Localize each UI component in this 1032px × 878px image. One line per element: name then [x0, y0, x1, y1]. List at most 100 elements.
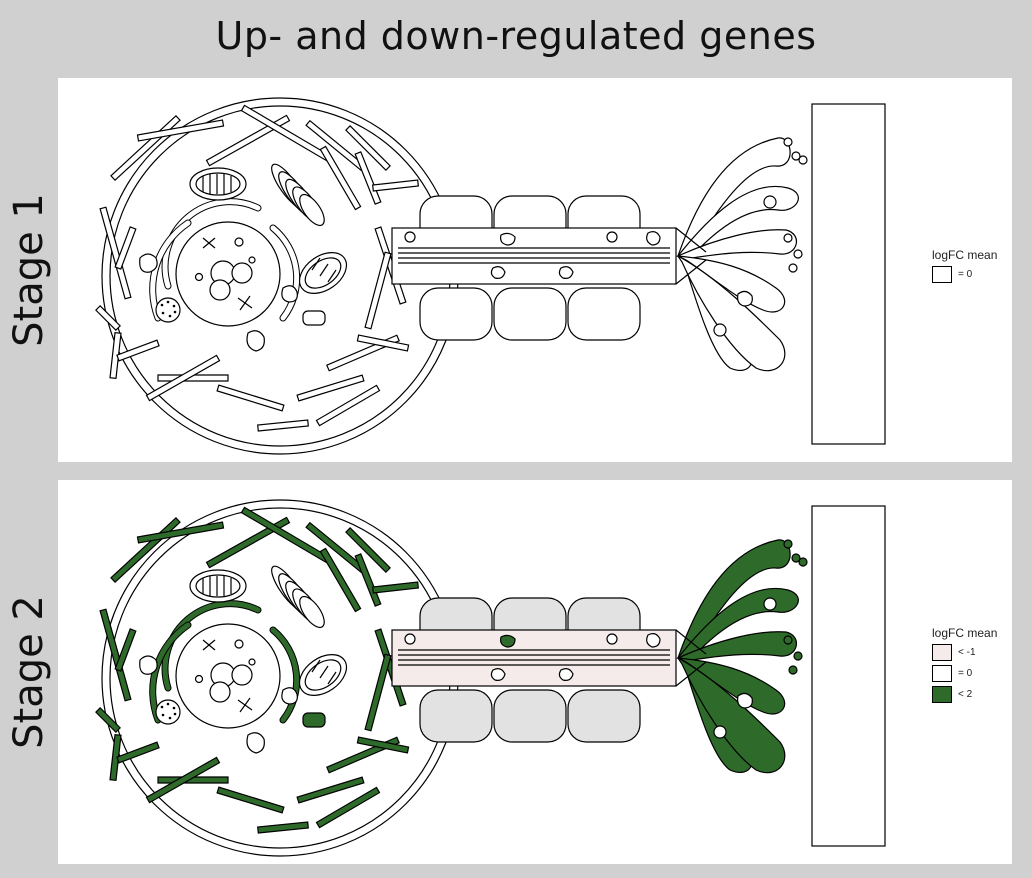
cytoskeleton-filament	[319, 145, 362, 211]
synaptic-vesicle	[788, 665, 798, 675]
vacuole	[246, 732, 265, 754]
cytoskeleton-filament	[145, 756, 221, 804]
mitochondrion-cristae	[311, 659, 337, 685]
chromosome	[202, 639, 216, 651]
lysosome-granule	[172, 706, 176, 710]
axonal-vesicle	[606, 633, 618, 645]
nuclear-pore	[234, 639, 244, 649]
stage-2-panel: logFC mean < -1 = 0 < 2	[58, 480, 1012, 864]
nuclear-pore	[248, 658, 256, 666]
chromosome	[202, 237, 216, 249]
chromosome	[237, 295, 253, 311]
cytoskeleton-filament	[205, 114, 291, 167]
lysosome-granule	[173, 712, 177, 716]
legend-label: < -1	[958, 647, 976, 658]
schwann-cell	[567, 287, 641, 341]
lysosome-granule	[168, 716, 172, 720]
schwann-cell	[493, 689, 567, 743]
rough-er	[270, 225, 300, 321]
cytoskeleton-filament	[345, 125, 391, 171]
cytoskeleton-filament	[216, 384, 285, 412]
synaptic-terminal	[675, 631, 797, 661]
synaptic-vesicle	[793, 249, 803, 259]
axon	[391, 629, 677, 687]
synaptic-vesicle-cluster	[713, 725, 727, 739]
terminal-fiber	[675, 227, 707, 253]
synaptic-vesicle	[798, 155, 808, 165]
terminal-vacuole	[737, 692, 753, 709]
cytoskeleton-filament	[114, 628, 137, 672]
cytoskeleton-filament	[109, 734, 122, 781]
small-mitochondrion	[302, 712, 326, 728]
legend-swatch	[932, 686, 952, 703]
legend-swatch	[932, 665, 952, 682]
cytoskeleton-filament	[216, 786, 285, 814]
mitochondrion-cristae	[311, 257, 337, 283]
synaptic-vesicle-cluster	[713, 323, 727, 337]
stage-2-label: Stage 2	[6, 595, 52, 749]
target-cell	[811, 103, 886, 445]
cytoskeleton-filament	[345, 527, 391, 573]
nucleolus	[209, 279, 231, 301]
rough-er	[162, 199, 261, 289]
nucleolus	[209, 681, 231, 703]
terminal-fiber	[675, 661, 707, 687]
cytoskeleton-filament	[315, 384, 381, 427]
synaptic-terminal	[675, 229, 797, 259]
lysosome-granule	[166, 300, 170, 304]
cytoskeleton-filament	[296, 374, 365, 402]
stage-1-label: Stage 1	[6, 193, 52, 347]
legend-item: < -1	[932, 644, 997, 661]
axonal-cargo	[500, 232, 516, 246]
synaptic-vesicle	[791, 151, 801, 161]
cytoskeleton-filament	[257, 821, 309, 834]
lysosome-granule	[173, 310, 177, 314]
lysosome-granule	[161, 713, 165, 717]
mitochondrion-cristae	[202, 576, 232, 596]
cytoskeleton-filament	[296, 776, 365, 804]
nuclear-pore	[234, 237, 244, 247]
cytoskeleton-filament	[114, 226, 137, 270]
vacuole	[246, 330, 265, 352]
terminal-fiber	[675, 259, 707, 285]
axonal-cargo	[558, 266, 574, 279]
synaptic-vesicle	[788, 263, 798, 273]
nucleolus	[231, 262, 253, 284]
legend-item: = 0	[932, 266, 997, 283]
vacuole	[139, 655, 158, 675]
mitochondrion-inner	[195, 574, 241, 598]
nucleolus	[231, 664, 253, 686]
stage-1-cell-diagram	[95, 97, 886, 455]
cytoskeleton-filament	[99, 206, 132, 300]
stage-1-legend: logFC mean = 0	[932, 248, 997, 283]
axonal-cargo	[558, 668, 574, 681]
cytoskeleton-filament	[109, 332, 122, 379]
legend-item: < 2	[932, 686, 997, 703]
cytoskeleton-filament	[116, 741, 160, 764]
lysosome-granule	[161, 311, 165, 315]
cytoskeleton-filament	[136, 119, 225, 142]
legend-label: = 0	[958, 668, 973, 679]
schwann-cell	[419, 287, 493, 341]
small-mitochondrion	[302, 310, 326, 326]
schwann-cell	[419, 689, 493, 743]
cytoskeleton-filament	[257, 419, 309, 432]
legend-swatch	[932, 266, 952, 283]
synaptic-vesicle	[791, 553, 801, 563]
lysosome-granule	[168, 314, 172, 318]
synaptic-vesicle	[783, 539, 793, 549]
golgi-cisterna	[299, 595, 325, 629]
rough-er	[270, 627, 300, 723]
axonal-vesicle	[404, 231, 416, 243]
cytoskeleton-filament	[315, 786, 381, 829]
cytoskeleton-filament	[364, 653, 392, 732]
mitochondrion-cristae	[202, 174, 232, 194]
schwann-cell	[493, 287, 567, 341]
schwann-cell	[567, 689, 641, 743]
cytoskeleton-filament	[372, 581, 419, 594]
lysosome-granule	[172, 304, 176, 308]
legend-title: logFC mean	[932, 248, 998, 262]
axonal-cargo	[500, 634, 516, 648]
figure-title: Up- and down-regulated genes	[215, 14, 817, 58]
axonal-cargo	[646, 231, 661, 246]
